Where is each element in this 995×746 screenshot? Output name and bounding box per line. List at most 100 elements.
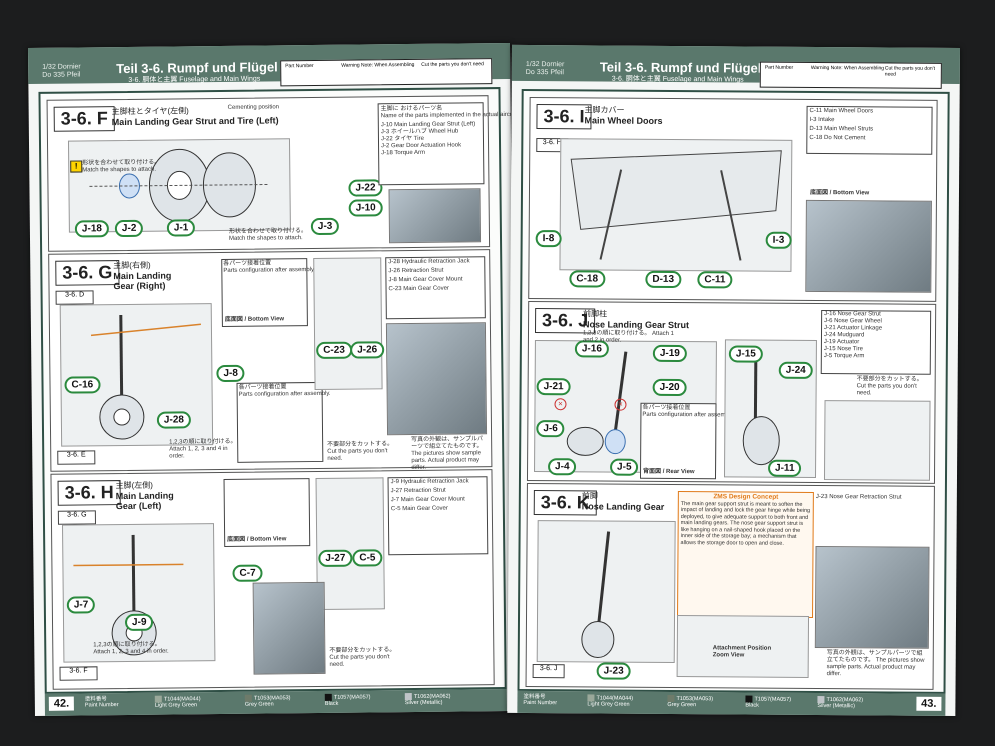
order-note: 1,2,3の順に取り付ける。 Attach 1 and 2 in order. xyxy=(582,330,675,344)
right-page: 1/32 Dornier Do 335 Pfeil Teil 3-6. Rump… xyxy=(507,44,960,716)
step-3-6-f: 3-6. F 主脚柱とタイヤ(左側) Main Landing Gear Str… xyxy=(46,95,521,252)
part-i-8: I-8 xyxy=(535,228,562,248)
part-j-11: J-11 xyxy=(768,458,802,477)
paint-swatch: T1044(MA044)Light Grey Green xyxy=(154,695,201,709)
step-title-jp: 主脚柱とタイヤ(左側) xyxy=(111,106,189,117)
part-j-6: J-6 xyxy=(536,418,565,438)
bottom-view-label: 底面図 / Bottom View xyxy=(224,316,285,323)
legend-warning: Warning Note: When Assembling xyxy=(341,61,415,69)
parts-configuration-inset: 底面図 / Bottom View xyxy=(223,478,311,547)
part-j-20: J-20 xyxy=(652,377,687,397)
step-title-jp: 主脚カバー xyxy=(584,105,625,115)
order-note: 1,2,3の順に取り付ける。 Attach 1, 2, 3 and 4 in o… xyxy=(169,438,237,460)
step-3-6-h: 3-6. H 主脚(左側) Main Landing Gear (Left) 3… xyxy=(50,469,495,690)
part-j-5: J-5 xyxy=(610,457,639,476)
part-c-11: C-11 xyxy=(697,269,733,289)
page-footer: 塗料番号 Paint Number T1044(MA044)Light Grey… xyxy=(517,690,946,716)
legend-title: 主脚に おけるパーツ名 Name of the parts implemente… xyxy=(380,105,521,120)
symbol-legend: Part Number Warning Note: When Assemblin… xyxy=(280,58,493,87)
legend-item: J-23 Nose Gear Retraction Strut xyxy=(815,494,902,501)
model-name: 1/32 Dornier Do 335 Pfeil xyxy=(525,60,565,77)
bottom-view-photo xyxy=(805,199,932,293)
order-note: 1,2,3の順に取り付ける。 Attach 1, 2, 3 and 4 in o… xyxy=(93,641,169,656)
parts-configuration-inset: 各パーツ接着位置 Parts configuration after assem… xyxy=(639,402,734,480)
match-shapes-note: 形状を合わせて取り付ける。 Match the shapes to attach… xyxy=(82,159,161,174)
part-c-7: C-7 xyxy=(232,563,263,582)
legend-warning: Warning Note: When Assembling xyxy=(810,64,885,72)
parts-name-legend: J-9 Hydraulic Retraction Jack J-27 Retra… xyxy=(387,476,489,556)
step-number: 3-6. I xyxy=(536,104,592,130)
step-title-en: Main Landing Gear (Left) xyxy=(115,490,174,512)
color-swatch xyxy=(667,694,675,703)
part-j-15: J-15 xyxy=(728,343,763,363)
color-swatch xyxy=(817,696,825,704)
legend-item: J-18 Torque Arm xyxy=(381,149,426,157)
symbol-legend: Part Number Warning Note: When Assemblin… xyxy=(759,61,942,89)
paint-label: 塗料番号 Paint Number xyxy=(523,693,558,707)
step-title-en: Nose Landing Gear Strut xyxy=(583,319,690,331)
step-title-en: Nose Landing Gear xyxy=(581,501,665,512)
parts-name-legend: J-28 Hydraulic Retraction Jack J-26 Retr… xyxy=(385,256,486,320)
cement-note: Cementing position xyxy=(227,104,280,111)
part-j-8: J-8 xyxy=(216,363,245,383)
parts-name-legend: C-11 Main Wheel Doors I-3 Intake D-13 Ma… xyxy=(806,105,933,155)
do-not-cement-icon: × xyxy=(614,398,627,411)
part-j-7: J-7 xyxy=(66,594,96,614)
step-title-en: Main Wheel Doors xyxy=(584,115,663,126)
sub-step-ref: 3-6. E xyxy=(57,450,96,465)
parts-name-legend: 主脚に おけるパーツ名 Name of the parts implemente… xyxy=(377,102,521,186)
paint-swatch: T1062(MA062)Silver (Metallic) xyxy=(817,696,864,710)
nose-gear-install-drawing xyxy=(536,520,676,664)
legend-cut: Cut the parts you don't need xyxy=(884,65,936,78)
step-title-jp: 前脚柱 xyxy=(583,309,608,319)
gear-photo xyxy=(252,581,326,675)
part-j-21: J-21 xyxy=(536,376,571,396)
sub-step-ref: 3-6. J xyxy=(532,664,565,679)
part-j-4: J-4 xyxy=(548,456,577,476)
step-title-jp: 主脚(右側) xyxy=(113,260,151,271)
paint-swatch: T1044(MA044)Light Grey Green xyxy=(587,694,634,708)
color-swatch xyxy=(404,693,412,701)
part-c-23: C-23 xyxy=(316,340,352,359)
photo-note: 写真の外観は、サンプルパーツで組立てたものです。 The pictures sh… xyxy=(411,436,483,472)
color-swatch xyxy=(587,694,595,702)
legend-cut: Cut the parts you don't need xyxy=(421,61,484,68)
sub-step-ref: 3-6. D xyxy=(55,290,94,305)
page-header: 1/32 Dornier Do 335 Pfeil Teil 3-6. Rump… xyxy=(522,57,950,90)
instruction-booklet: 1/32 Dornier Do 335 Pfeil Teil 3-6. Rump… xyxy=(20,42,962,738)
part-j-1: J-1 xyxy=(166,217,196,237)
part-i-3: I-3 xyxy=(765,230,792,249)
part-j-18: J-18 xyxy=(74,218,110,238)
gear-photo xyxy=(385,322,488,436)
cut-note: 不要部分をカットする。 Cut the parts you don't need… xyxy=(856,376,923,397)
bottom-view-label: 底面図 / Bottom View xyxy=(809,189,870,197)
part-c-16: C-16 xyxy=(64,374,101,394)
parts-configuration-inset: 各パーツ接着位置 Parts configuration after assem… xyxy=(221,258,315,327)
step-3-6-k: 3-6. K 前脚 Nose Landing Gear 3-6. J J-23 … xyxy=(525,482,935,690)
nose-gear-photo xyxy=(814,546,930,649)
parts-name-legend: J-16 Nose Gear Strut J-6 Nose Gear Wheel… xyxy=(820,310,932,375)
part-j-2: J-2 xyxy=(114,218,144,238)
step-number: 3-6. F xyxy=(53,106,115,132)
step-title-jp: 前脚 xyxy=(581,491,598,501)
legend-part-number: Part Number xyxy=(764,64,794,71)
gear-drawing xyxy=(59,303,214,447)
left-page: 1/32 Dornier Do 335 Pfeil Teil 3-6. Rump… xyxy=(28,42,521,716)
page-footer: 42. 塗料番号 Paint Number T1044(MA044)Light … xyxy=(44,689,507,716)
paint-swatch: T1057(MA057)Black xyxy=(745,695,792,709)
part-c-5: C-5 xyxy=(352,547,383,567)
nose-gear-view-drawing xyxy=(823,400,931,481)
part-j-28: J-28 xyxy=(156,409,192,429)
step-title-jp: 主脚(左側) xyxy=(115,480,153,491)
page-subtitle: 3-6. 胴体と主翼 Fuselage and Main Wings xyxy=(128,75,261,84)
part-j-19: J-19 xyxy=(652,343,687,363)
zoom-view-label: Attachment Position Zoom View xyxy=(712,645,772,659)
strut-drawing xyxy=(315,477,385,611)
strut-drawing xyxy=(313,257,383,391)
rear-view-label: 背面図 / Rear View xyxy=(643,468,695,476)
photo-note: 写真の外観は、サンプルパーツで組立てたものです。 The pictures sh… xyxy=(826,650,925,678)
bottom-view-label: 底面図 / Bottom View xyxy=(227,536,287,543)
paint-swatch: T1053(MA053)Grey Green xyxy=(667,694,714,709)
wheel-bay-drawing xyxy=(559,138,793,272)
step-title-en: Main Landing Gear Strut and Tire (Left) xyxy=(111,115,279,128)
